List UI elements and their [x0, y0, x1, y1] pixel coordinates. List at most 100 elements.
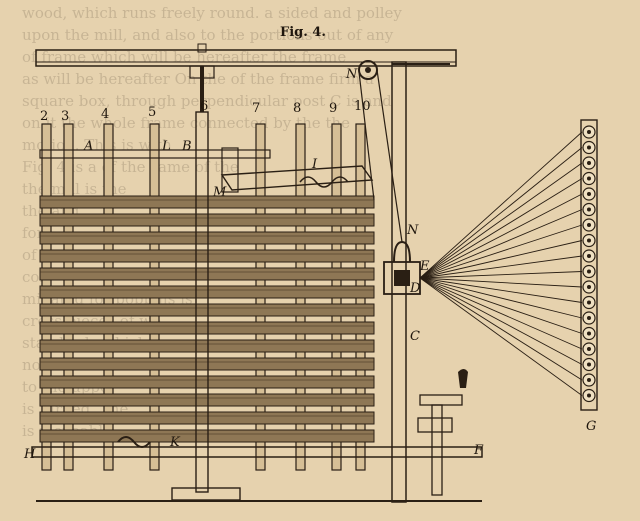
label-d: D	[409, 281, 421, 296]
hook-n	[393, 240, 411, 263]
string-line	[419, 178, 583, 279]
crank-stand	[419, 394, 463, 406]
bleed-line: as will be hereafter On the of the frame…	[22, 70, 374, 88]
box-d	[394, 270, 410, 286]
label-e: E	[419, 259, 430, 274]
bobbin-hub	[587, 207, 591, 212]
string-line	[419, 255, 583, 279]
bobbin-hub	[587, 285, 591, 289]
bobbin-hub	[587, 176, 591, 181]
string-line	[419, 277, 583, 334]
label-h: H	[23, 447, 36, 462]
bobbin-hub	[587, 269, 591, 274]
string-line	[419, 277, 583, 319]
bobbin-hub	[587, 316, 591, 320]
bobbin-hub	[587, 130, 591, 134]
bobbin-column	[580, 119, 598, 411]
bleed-line: square box, through perpendicular post C…	[22, 92, 392, 110]
slat-number-6: 6	[200, 99, 208, 114]
string-line	[419, 277, 583, 396]
string-line	[419, 277, 583, 288]
slat-number-3: 3	[61, 109, 69, 124]
cloth-band	[39, 411, 375, 425]
slat-number-5: 5	[148, 105, 156, 120]
base-foot	[171, 487, 241, 501]
string-fan	[358, 69, 583, 396]
label-n-mid: N	[406, 223, 419, 238]
string-line	[419, 277, 583, 303]
cloth-band	[39, 375, 375, 389]
label-f: F	[473, 443, 484, 458]
label-n-top: N	[345, 67, 358, 82]
string-line	[419, 277, 583, 381]
cloth-band	[39, 195, 375, 209]
cloth-band	[39, 393, 375, 407]
slat-number-7: 7	[252, 101, 260, 116]
slat-number-4: 4	[101, 107, 109, 122]
label-m: M	[212, 185, 227, 200]
cloth-band	[39, 429, 375, 443]
string-line	[419, 131, 583, 279]
cloth-band	[39, 231, 375, 245]
pulley-cord	[376, 69, 403, 243]
bobbin-hub	[587, 393, 591, 398]
label-c: C	[410, 329, 420, 344]
label-i: I	[311, 157, 318, 172]
label-a: A	[83, 139, 93, 154]
cloth-band	[39, 285, 375, 299]
bobbin-hub	[587, 145, 591, 150]
bobbin-hub	[587, 300, 591, 305]
string-line	[419, 224, 583, 279]
beam-cap	[197, 43, 207, 53]
slat-number-9: 9	[329, 101, 337, 116]
bobbin-hub	[587, 192, 591, 196]
cloth-band	[39, 357, 375, 371]
string-line	[419, 240, 583, 279]
bobbin-hub	[587, 223, 591, 227]
upper-rail	[39, 149, 271, 159]
string-line	[419, 193, 583, 279]
slat-number-10: 10	[354, 99, 371, 114]
cloth-band	[39, 213, 375, 227]
label-l: L	[161, 139, 171, 154]
string-line	[419, 147, 583, 279]
bleed-line: of	[22, 246, 38, 264]
cloth-band	[39, 249, 375, 263]
bobbin-hub	[587, 378, 591, 382]
string-line	[419, 271, 583, 279]
crank-knob	[458, 369, 468, 388]
top-pulley-hub	[365, 67, 371, 73]
slat-number-2: 2	[40, 109, 48, 124]
bobbin-hub	[587, 238, 591, 243]
bleed-line: upon the mill, and also to the portions …	[22, 26, 394, 44]
cloth-band	[39, 267, 375, 281]
band-group	[39, 195, 375, 443]
bracket-m	[221, 147, 239, 193]
slat-number-8: 8	[293, 101, 301, 116]
lever-chain	[299, 176, 349, 188]
figure-title: Fig. 4.	[280, 25, 326, 40]
bobbin-hub	[587, 161, 591, 165]
label-g: G	[586, 419, 596, 434]
string-line	[419, 209, 583, 279]
crank-box	[417, 417, 453, 433]
bottom-bar	[31, 446, 483, 458]
bottom-knot	[117, 436, 151, 448]
crank-post	[431, 404, 443, 496]
top-beam	[35, 49, 457, 67]
label-b: B	[181, 139, 192, 154]
cloth-band	[39, 339, 375, 353]
string-line	[419, 277, 583, 365]
bobbin-hub	[587, 362, 591, 367]
cloth-band	[39, 321, 375, 335]
string-line	[419, 162, 583, 279]
string-line	[419, 277, 583, 350]
bleed-line: for	[22, 224, 45, 242]
pulley-cord	[358, 71, 375, 201]
bobbin-group	[582, 125, 596, 403]
bobbin-hub	[587, 331, 591, 336]
bobbin-hub	[587, 347, 591, 351]
cloth-band	[39, 303, 375, 317]
